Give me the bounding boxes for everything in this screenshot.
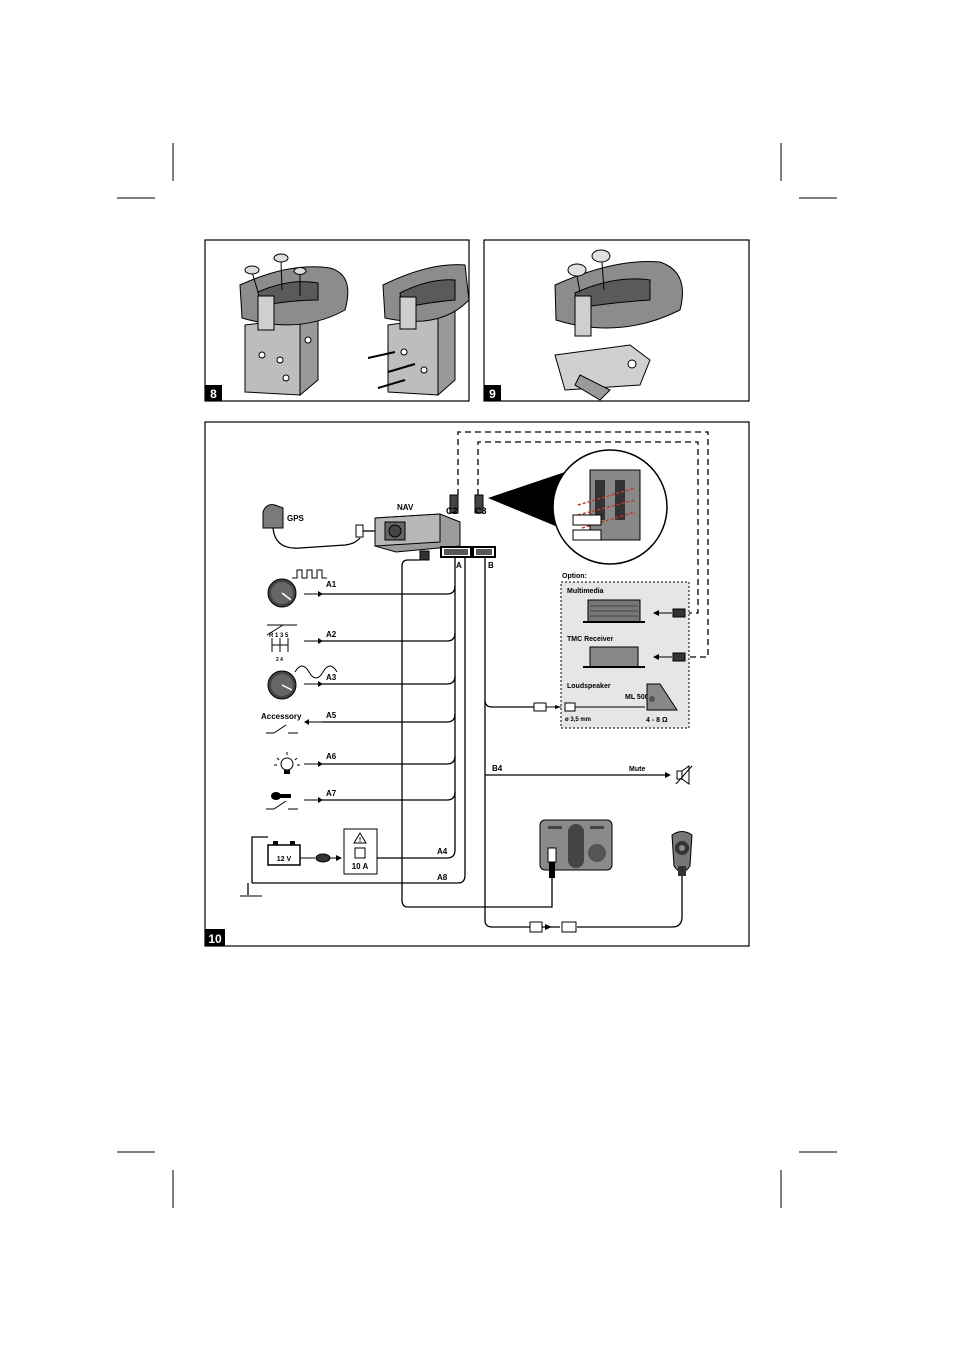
connector-a-label: A <box>456 561 462 570</box>
connector-b-label: B <box>488 561 494 570</box>
signal-arrows <box>304 591 323 803</box>
aux-wire <box>401 559 553 908</box>
tmc-plug <box>653 652 686 662</box>
remote-plugs <box>529 921 577 933</box>
option-tmc: TMC Receiver <box>567 636 614 643</box>
signal-a3: A3 <box>326 673 337 682</box>
signal-a4: A4 <box>437 847 448 856</box>
speaker-plug <box>533 702 547 712</box>
multimedia-box <box>583 599 645 623</box>
signal-a8: A8 <box>437 873 448 882</box>
connector-zoom-detail <box>488 449 668 565</box>
mount-with-thumbscrews <box>554 249 683 401</box>
c2-c3-connectors <box>449 494 484 514</box>
accessory-label: Accessory <box>261 712 302 721</box>
multimedia-plug <box>653 608 686 618</box>
speaker-wire <box>484 699 534 708</box>
connector-b <box>472 546 496 558</box>
bracket-with-screws <box>239 253 349 397</box>
signal-b4: B4 <box>492 764 503 773</box>
illumination-bulb-icon <box>274 752 300 774</box>
figure-10-panel: 10 GPS NAV C2 C3 <box>204 421 750 947</box>
aux-plug <box>419 550 430 561</box>
svg-text:!: ! <box>359 837 361 844</box>
figure-8-panel: 8 <box>204 239 470 402</box>
fuse-holder: ! <box>300 828 378 875</box>
remote-control-icon <box>671 831 693 876</box>
remote-wire-end <box>577 876 683 928</box>
aux-input-panel <box>539 819 613 878</box>
loudspeaker-icon <box>646 683 678 711</box>
signal-a2: A2 <box>326 630 337 639</box>
c3-label: C3 <box>475 506 487 516</box>
connector-a <box>440 546 472 558</box>
crop-marks <box>117 143 837 1208</box>
signal-a1: A1 <box>326 580 337 589</box>
remote-wire <box>484 775 530 928</box>
option-loudspeaker: Loudspeaker <box>567 683 611 690</box>
battery-icon <box>267 841 301 866</box>
gear-top-label: R 1 3 5 <box>269 633 289 639</box>
speaker-jack <box>546 702 645 712</box>
option-impedance: 4 - 8 Ω <box>646 717 668 724</box>
signal-a7: A7 <box>326 789 337 798</box>
signal-a6: A6 <box>326 752 337 761</box>
option-model: ML 5000 <box>625 694 653 701</box>
reverse-gear-switch <box>266 624 297 652</box>
accessory-switch <box>266 724 298 734</box>
figure-9-panel: 9 <box>483 239 750 402</box>
fuse-label: 10 A <box>352 862 369 871</box>
gear-bottom-label: 2 4 <box>276 657 283 663</box>
ignition-key-icon <box>266 792 298 810</box>
a-input-wires <box>240 557 466 897</box>
c2-dashed-link <box>457 431 709 658</box>
option-jack: ø 3,5 mm <box>565 717 591 723</box>
c2-label: C2 <box>446 506 458 516</box>
figure-9-number: 9 <box>489 387 496 401</box>
option-title: Option: <box>562 573 587 580</box>
gps-antenna <box>262 504 364 549</box>
speed-pulse-source <box>267 569 327 608</box>
tacho-source <box>267 665 338 700</box>
bracket-with-wood-screws <box>367 264 470 397</box>
tmc-receiver-box <box>583 646 645 668</box>
signal-a5: A5 <box>326 711 337 720</box>
nav-head-unit <box>363 513 461 553</box>
mute-label: Mute <box>629 766 645 773</box>
c3-dashed-link <box>477 441 699 614</box>
mute-speaker-icon <box>675 765 693 785</box>
nav-label: NAV <box>397 503 414 512</box>
option-multimedia: Multimedia <box>567 588 604 595</box>
gps-label: GPS <box>287 514 305 523</box>
figure-8-number: 8 <box>210 387 217 401</box>
figure-10-number: 10 <box>208 932 222 946</box>
battery-label: 12 V <box>277 856 292 863</box>
